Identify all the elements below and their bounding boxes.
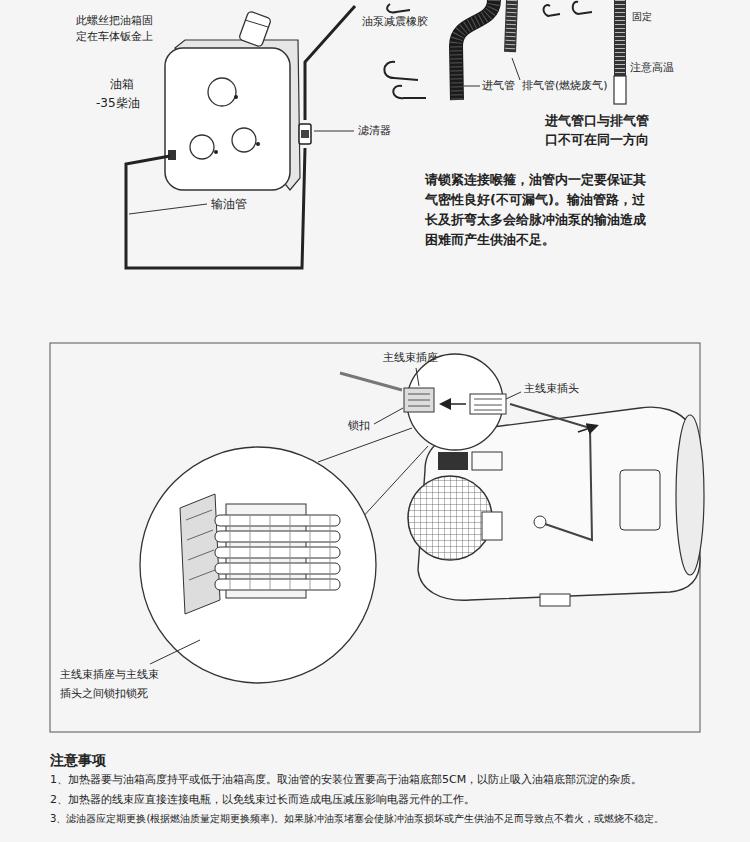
part-name: 油泵减震橡胶	[362, 14, 428, 30]
fuel-tank	[165, 11, 300, 190]
warning-note: 进气管口与排气管 口不可在同一方向	[545, 112, 657, 150]
leader-line	[150, 640, 200, 664]
note-item: 2、加热器的线束应直接连接电瓶，以免线束过长而造成电压减压影响电器元件的工作。	[50, 792, 475, 808]
part-name: 滤清器	[358, 123, 391, 139]
leader-line	[464, 86, 480, 87]
exhaust-pipe	[510, 0, 626, 104]
part-name: 进气管	[482, 78, 515, 94]
fuel-spec: -35柴油	[96, 95, 140, 112]
connector-detail	[140, 447, 376, 683]
part-name: 排气管(燃烧废气)	[522, 78, 608, 94]
connector-callout	[404, 354, 506, 450]
leader-line	[416, 368, 419, 386]
notes-heading: 注意事项	[50, 750, 106, 770]
panel-frame	[50, 343, 700, 732]
warning-label: 注意高温	[630, 60, 674, 76]
harness-wire	[340, 373, 402, 390]
lock-note: 主线束插座与主线束 插头之间锁扣锁死	[60, 666, 164, 703]
leader-line	[374, 408, 403, 424]
fuel-line	[305, 6, 355, 120]
leader-line	[512, 58, 520, 80]
fuel-filter	[299, 124, 311, 144]
part-name: 固定	[632, 10, 652, 25]
part-name: 锁扣	[348, 418, 370, 434]
note-item: 1、加热器要与油箱高度持平或低于油箱高度。取油管的安装位置要高于油箱底部5CM，…	[50, 772, 642, 788]
leader-line	[314, 131, 354, 132]
part-name: 输油管	[211, 196, 247, 213]
part-name: 主线束插头	[524, 381, 579, 397]
leader-line	[506, 392, 521, 399]
part-name: 主线束插座	[383, 350, 438, 366]
note-item: 3、滤油器应定期更换(根据燃油质量定期更换频率)。如果脉冲油泵堵塞会使脉冲油泵损…	[50, 812, 712, 827]
leader-line	[129, 204, 207, 214]
instruction-note: 请锁紧连接喉箍，油管内一定要保证其 气密性良好(不可漏气)。输油管路，过 长及折…	[425, 170, 653, 251]
screw-note: 此螺丝把油箱固 定在车体钣金上	[76, 13, 166, 45]
fuel-line	[126, 148, 305, 268]
part-name: 油箱	[110, 76, 134, 93]
